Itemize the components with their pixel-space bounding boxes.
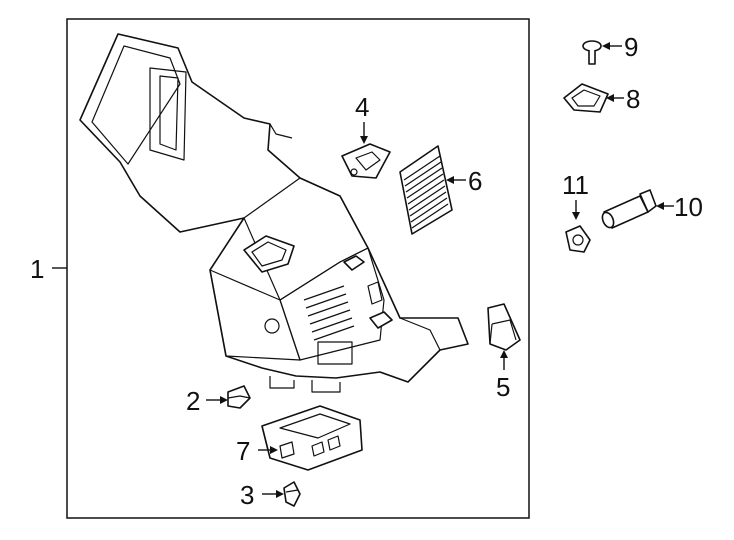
callout-1-label: 1 <box>30 254 44 284</box>
callout-8-label: 8 <box>626 84 640 114</box>
callout-9-arrow <box>602 42 610 50</box>
quarter-trim-panel <box>79 33 469 393</box>
vent-grille-part-6 <box>399 145 453 235</box>
fastener-part-3 <box>283 481 301 507</box>
callout-11-label: 11 <box>562 170 589 200</box>
push-pin-part-10 <box>601 189 657 229</box>
callout-4-arrow <box>360 136 368 144</box>
storage-bin-part-7 <box>261 405 363 471</box>
callout-8-arrow <box>606 94 614 102</box>
callout-2-arrow <box>220 396 228 404</box>
callout-7-label: 7 <box>236 436 250 466</box>
callout-4-label: 4 <box>355 92 369 122</box>
callout-11-arrow <box>572 212 580 220</box>
callout-5-label: 5 <box>496 372 510 402</box>
callout-6-label: 6 <box>468 166 482 196</box>
callout-2-label: 2 <box>186 386 200 416</box>
bracket-part-4 <box>341 143 391 179</box>
callout-3-label: 3 <box>240 480 254 510</box>
callout-10-arrow <box>656 202 664 210</box>
callout-7-arrow <box>270 446 278 454</box>
clip-part-11 <box>565 225 591 253</box>
cover-plate-part-8 <box>563 83 609 113</box>
callout-10-label: 10 <box>674 192 703 222</box>
callout-3-arrow <box>276 490 284 498</box>
callout-9-label: 9 <box>624 32 638 62</box>
clip-part-2 <box>227 385 251 409</box>
callout-6-arrow <box>446 176 454 184</box>
callout-5-arrow <box>500 350 508 358</box>
screw-part-9 <box>582 40 602 65</box>
bracket-part-5 <box>487 303 521 351</box>
